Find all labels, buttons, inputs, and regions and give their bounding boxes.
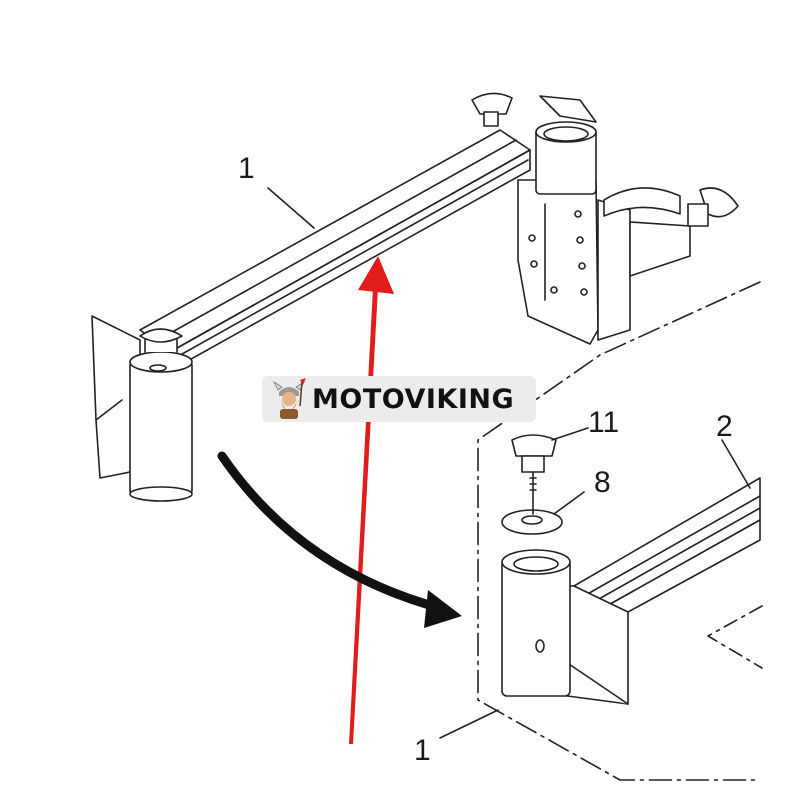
- watermark-badge: MOTOVIKING: [262, 376, 536, 422]
- leader-arm-bottom: [439, 709, 499, 739]
- watermark-text: MOTOVIKING: [312, 383, 515, 415]
- detail-bar-item-2: [573, 477, 761, 613]
- callout-arm-top: 1: [238, 152, 255, 185]
- callout-arm-bottom: 1: [414, 734, 431, 767]
- black-curved-arrow: [217, 451, 462, 628]
- left-end-bracket: [91, 315, 193, 502]
- leader-bar: [721, 439, 751, 489]
- red-arrow: [349, 256, 394, 744]
- detail-frame: [477, 281, 761, 781]
- main-bar: [139, 129, 531, 369]
- viking-mascot-icon: [273, 378, 306, 419]
- inner-dashed-outline: [707, 605, 763, 669]
- callout-bar: 2: [716, 410, 733, 443]
- knob-item-11: [511, 434, 557, 515]
- washer-item-8: [501, 509, 563, 535]
- right-end-mechanism: [471, 92, 739, 345]
- detail-bracket: [501, 549, 629, 705]
- leader-knob: [551, 427, 589, 441]
- callout-knob: 11: [588, 406, 619, 439]
- leader-arm-top: [267, 187, 315, 229]
- leader-washer: [553, 491, 585, 515]
- callout-washer: 8: [594, 466, 611, 499]
